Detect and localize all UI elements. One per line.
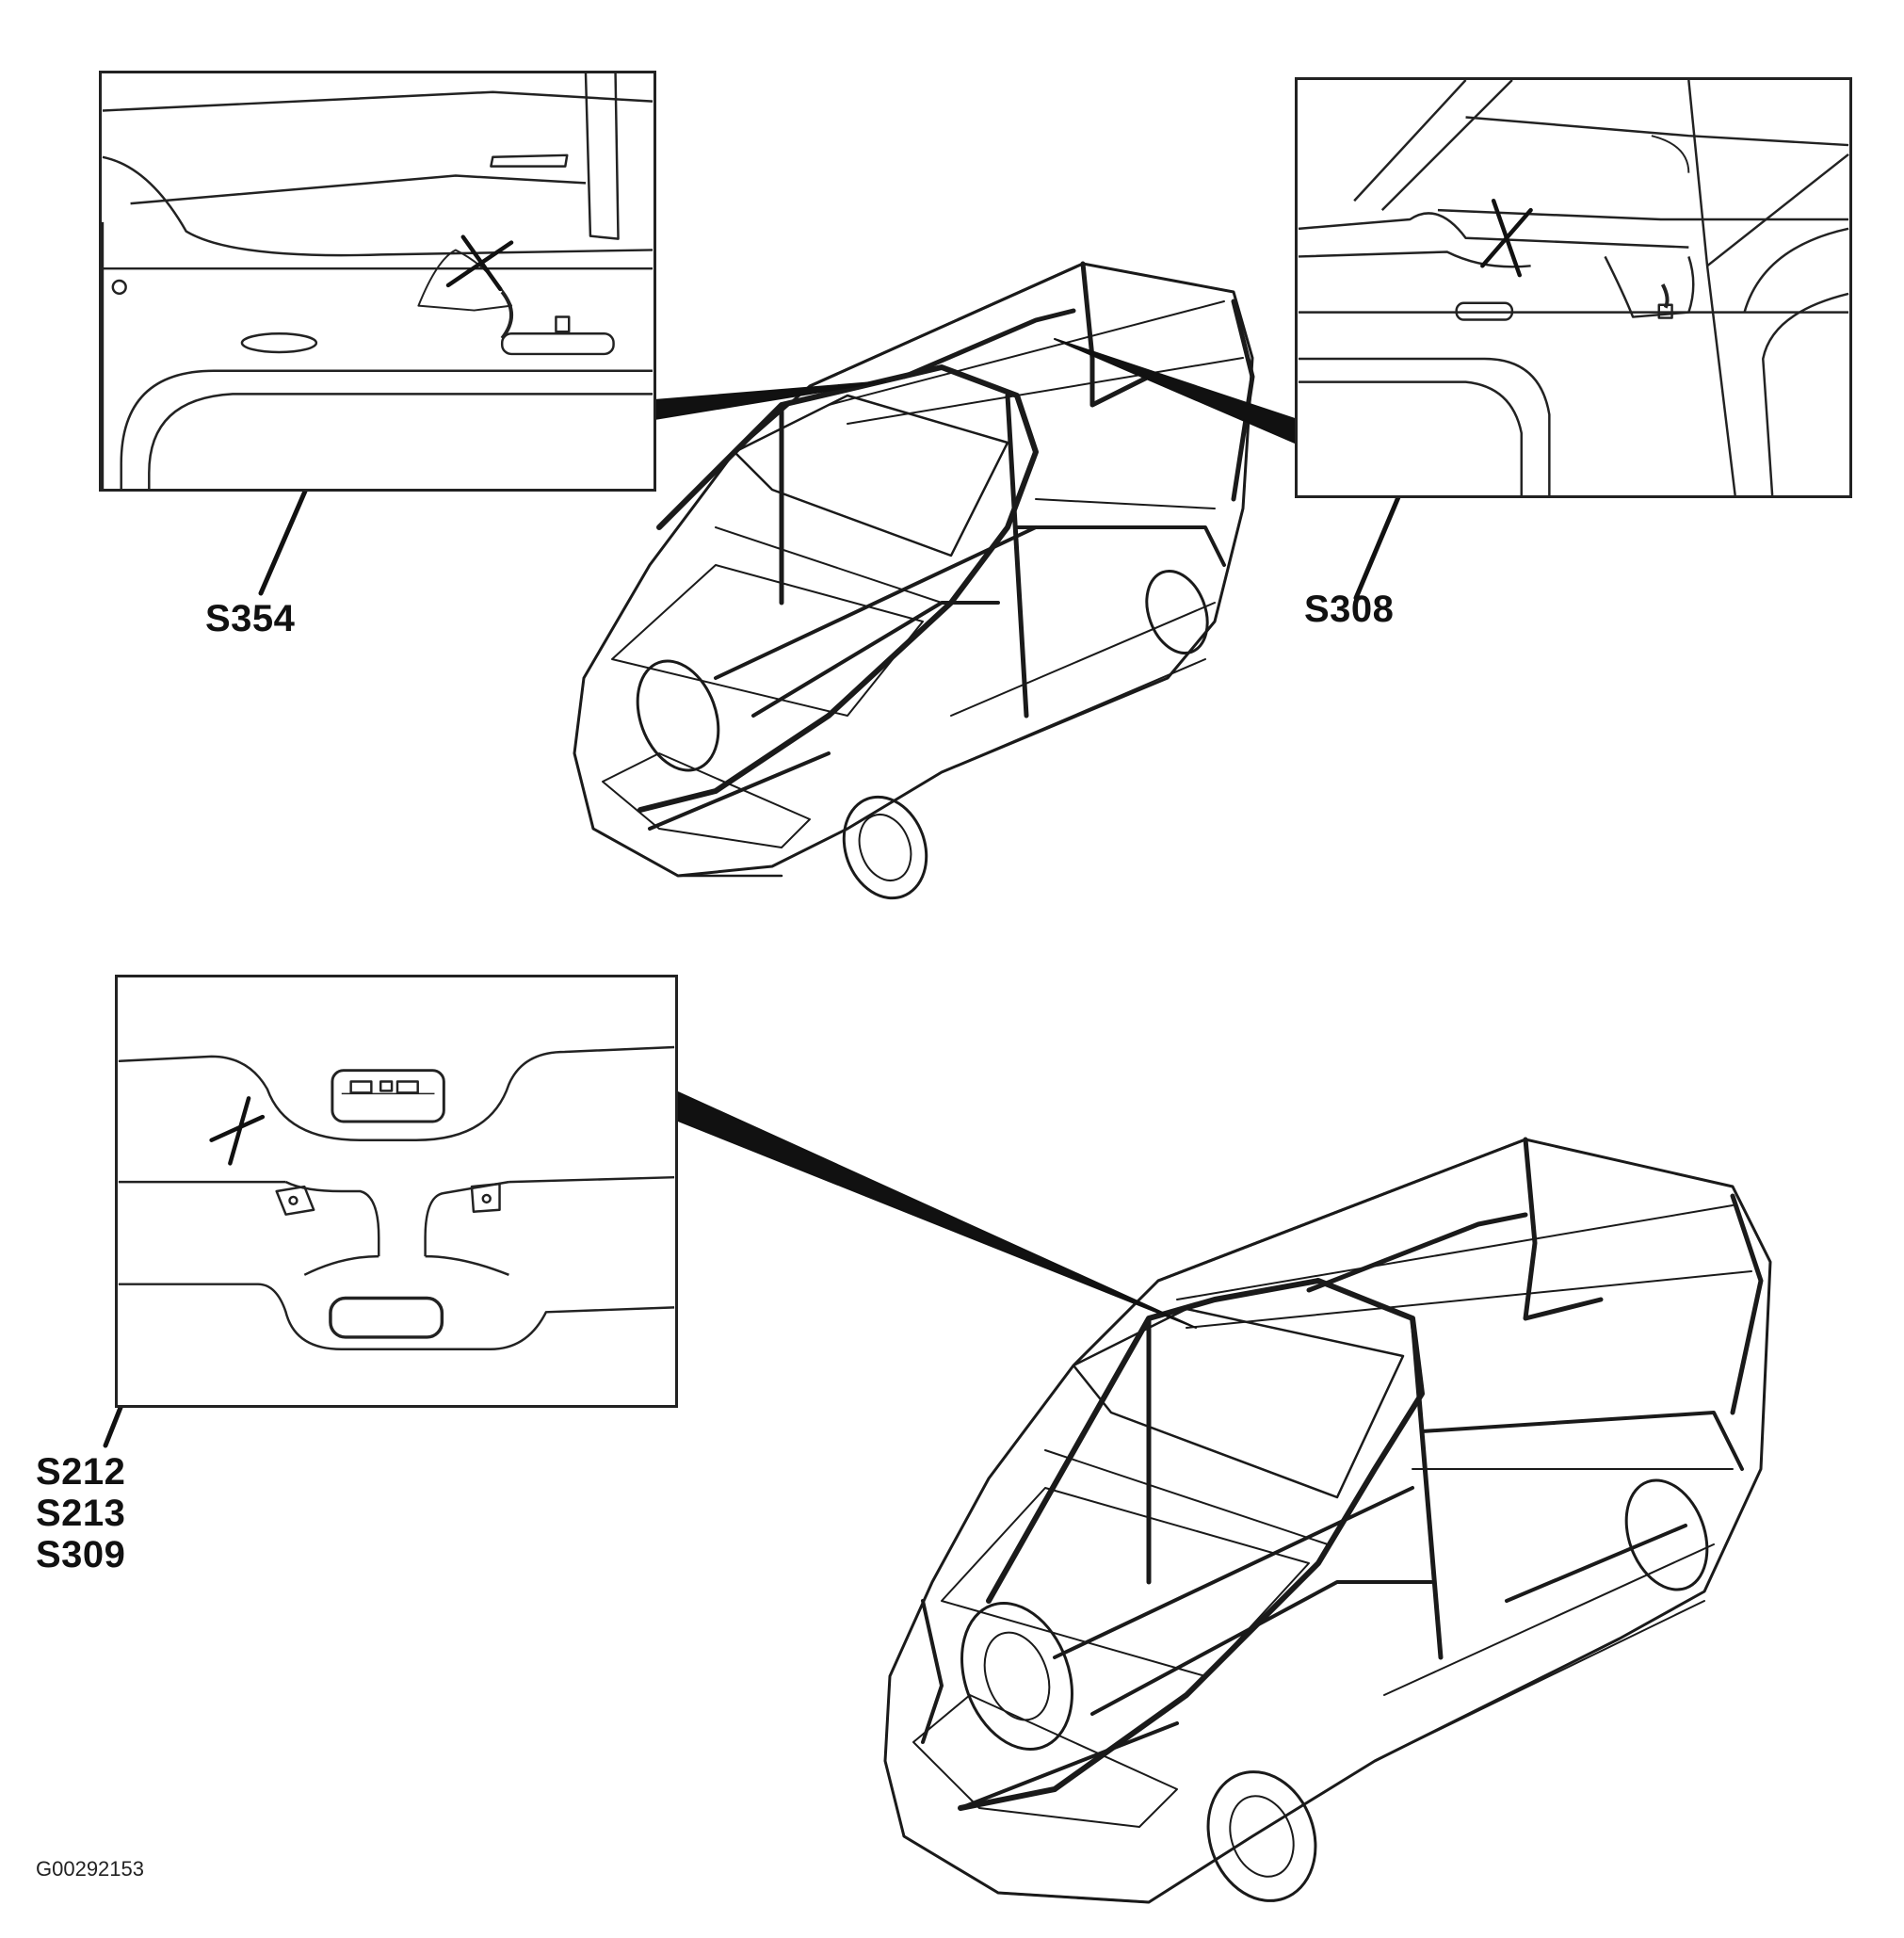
inset-top-left-detail: [99, 71, 656, 492]
callout-s309-label: S309: [36, 1534, 126, 1575]
inset-top-left-drawing: [102, 73, 653, 489]
inset-bottom-left-detail: [115, 975, 678, 1408]
callout-s308-label: S308: [1304, 589, 1395, 630]
splice-mark-s354-icon: [445, 234, 514, 292]
inset-top-right-detail: [1295, 77, 1852, 498]
splice-mark-s212-icon: [209, 1096, 266, 1166]
leader-wedge-bottom-left: [677, 1091, 1197, 1329]
callout-s354-label: S354: [205, 598, 296, 639]
figure-id: G00292153: [36, 1857, 144, 1881]
van-top-illustration: [573, 261, 1255, 900]
splice-mark-s308-icon: [1480, 199, 1533, 278]
inset-top-right-drawing: [1298, 80, 1849, 495]
van-bottom-illustration: [883, 1137, 1772, 1904]
callout-s212-label: S212: [36, 1451, 126, 1493]
leader-wedge-top-left: [653, 380, 886, 420]
leader-wedge-top-right: [1054, 338, 1296, 444]
inset-bottom-left-drawing: [118, 1045, 675, 1351]
callout-s213-label: S213: [36, 1493, 126, 1534]
